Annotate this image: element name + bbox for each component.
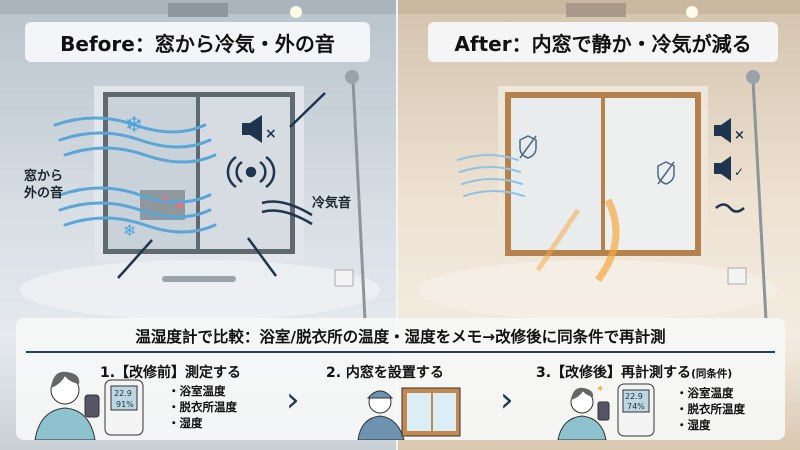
outside-sound-label: 窓から外の音 xyxy=(24,169,64,201)
step-3-items: ・浴室温度・脱衣所温度・湿度 xyxy=(676,386,745,432)
svg-text:22.9: 22.9 xyxy=(114,389,132,398)
person-with-hygrometer-illustration: 22.9 91% xyxy=(34,371,144,440)
svg-text:×: × xyxy=(265,126,277,142)
svg-text:74%: 74% xyxy=(627,402,645,411)
svg-text:×: × xyxy=(734,128,745,143)
chevron-right-icon: › xyxy=(500,380,514,420)
steps-panel: 温湿度計で比較：浴室/脱衣所の温度・湿度をメモ→改修後に同条件で再計測 22.9… xyxy=(16,318,785,440)
step-1-items: ・浴室温度・脱衣所温度・湿度 xyxy=(168,384,237,430)
sound-wave-icon xyxy=(226,155,276,189)
cold-air-wave-icon xyxy=(53,116,217,234)
before-title: Before：窓から冷気・外の音 xyxy=(25,22,370,62)
cold-air-sound-label: 冷気音 xyxy=(312,196,352,211)
snowflake-icon: ❄ xyxy=(123,221,136,240)
snowflake-icon: ❄ xyxy=(125,113,143,138)
svg-text:✓: ✓ xyxy=(734,165,744,179)
panel-title: 温湿度計で比較：浴室/脱衣所の温度・湿度をメモ→改修後に同条件で再計測 xyxy=(135,328,666,346)
muted-speaker-icon: × xyxy=(242,115,277,143)
svg-text:22.9: 22.9 xyxy=(625,392,643,401)
muted-speaker-icon: × xyxy=(714,118,745,143)
after-scene: × ✓ After：内窓で静か・冷気が減る xyxy=(398,0,800,450)
svg-text:91%: 91% xyxy=(116,400,134,409)
after-title: After：内窓で静か・冷気が減る xyxy=(428,22,778,62)
worker-installing-window-illustration xyxy=(357,387,461,440)
person-with-hygrometer-after-illustration: ✦ 22.974% xyxy=(557,383,655,440)
before-bathroom-illustration: ❄ ❄ × xyxy=(0,0,397,320)
before-scene: ❄ ❄ × 窓から外の音 冷気音 Before：窓から冷気・外の音 xyxy=(0,0,397,450)
after-bathroom-illustration: × ✓ xyxy=(398,0,800,320)
cold-air-sound-wave-icon xyxy=(261,200,313,226)
chevron-right-icon: › xyxy=(286,380,300,420)
sparkle-icon: ✦ xyxy=(596,384,604,395)
step-1-title: 1.【改修前】測定する xyxy=(100,365,242,381)
quiet-speaker-check-icon: ✓ xyxy=(714,156,744,181)
step-3-title: 3.【改修後】再計測する(同条件) xyxy=(536,365,733,381)
blocked-shield-icon xyxy=(519,135,675,185)
double-arrow-icon xyxy=(117,92,326,279)
divider xyxy=(396,0,398,450)
step-2-title: 2. 内窓を設置する xyxy=(326,365,444,381)
panel-divider xyxy=(26,351,775,353)
quiet-wave-icon xyxy=(715,203,745,213)
reduced-cold-air-wave-icon xyxy=(457,154,525,197)
